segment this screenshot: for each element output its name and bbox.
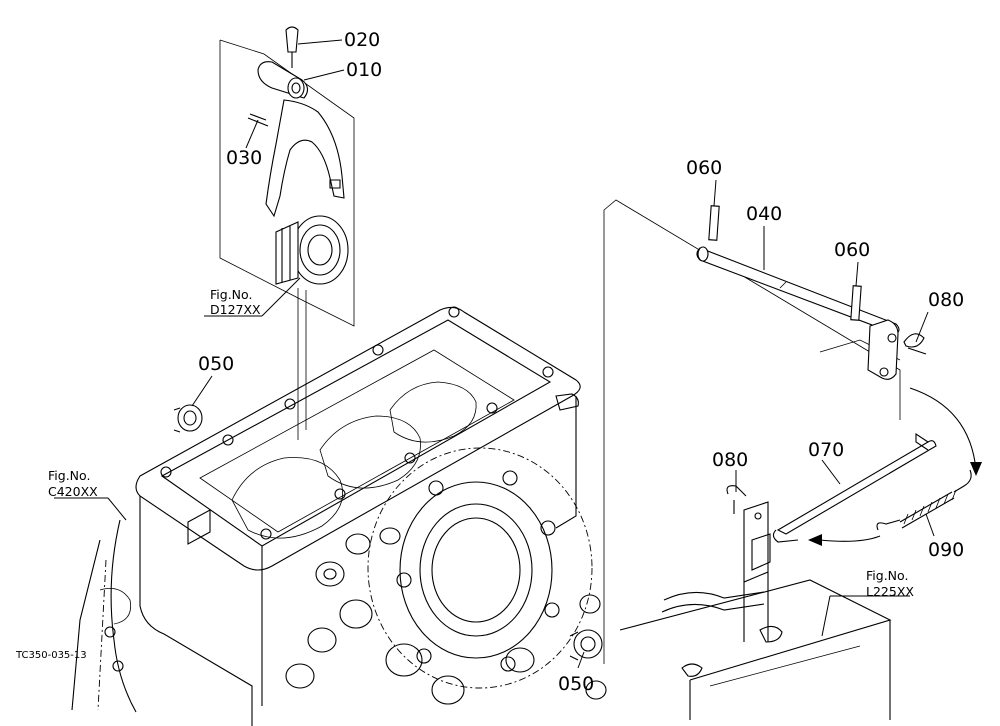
callout-030: 030	[226, 147, 262, 169]
figure-reference-d127: Fig.No. D127XX	[210, 287, 261, 317]
callout-010: 010	[346, 59, 382, 81]
fig-ref-label: Fig.No.	[210, 287, 252, 302]
callout-060-right: 060	[834, 239, 870, 261]
fig-ref-code: C420XX	[48, 484, 98, 499]
callout-070: 070	[808, 439, 844, 461]
callout-050-upper: 050	[198, 353, 234, 375]
transmission-case	[71, 306, 607, 726]
drawing-code: TC350-035-13	[15, 650, 87, 661]
callout-050-lower: 050	[558, 673, 594, 695]
fig-ref-label: Fig.No.	[866, 568, 908, 583]
oil-seal-lower	[569, 629, 603, 661]
fig-ref-code: L225XX	[866, 584, 914, 599]
shift-fork-assembly	[219, 26, 355, 440]
part-callouts: 020 010 030 060 040 060 080 050 070 080 …	[198, 29, 964, 695]
figure-reference-c420: Fig.No. C420XX	[48, 468, 98, 499]
callout-080-lower: 080	[712, 449, 748, 471]
callout-020: 020	[344, 29, 380, 51]
fig-ref-code: D127XX	[210, 302, 261, 317]
oil-seal-upper	[173, 404, 203, 433]
leader-lines	[54, 39, 935, 669]
callout-060-left: 060	[686, 157, 722, 179]
figure-reference-l225: Fig.No. L225XX	[866, 568, 914, 599]
shift-linkage-assembly	[603, 199, 982, 720]
callout-040: 040	[746, 203, 782, 225]
callout-090: 090	[928, 539, 964, 561]
fig-ref-label: Fig.No.	[48, 468, 90, 483]
return-spring	[876, 469, 972, 531]
callout-080-upper: 080	[928, 289, 964, 311]
